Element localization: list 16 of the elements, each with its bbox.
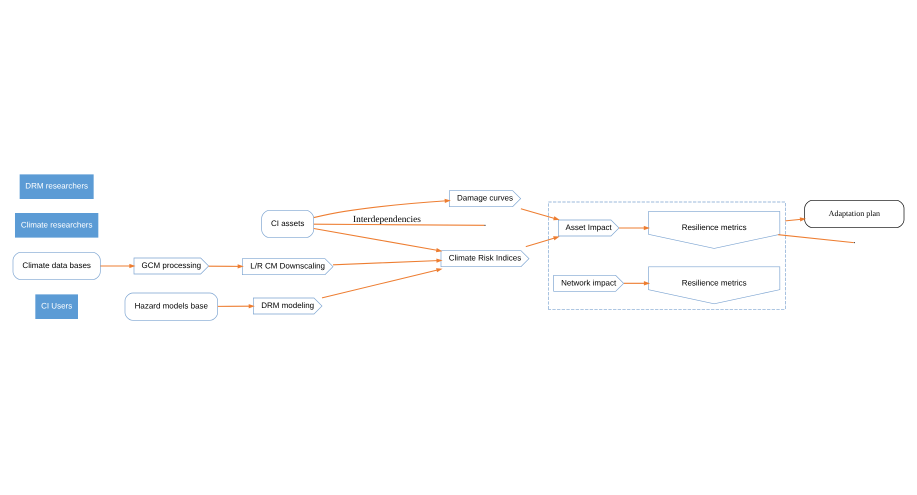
arrow — [314, 198, 451, 218]
cluster — [548, 202, 786, 310]
arrow — [100, 264, 136, 268]
arrow — [785, 217, 806, 222]
connector — [314, 224, 484, 226]
arrow — [322, 268, 443, 298]
arrow — [208, 264, 244, 269]
arrow — [520, 208, 560, 220]
arrow — [333, 258, 443, 266]
connector — [778, 234, 854, 244]
arrow — [218, 304, 255, 308]
arrow — [624, 281, 650, 286]
arrow — [314, 228, 442, 252]
arrow — [619, 226, 650, 230]
arrow — [526, 236, 560, 248]
edge-label: Interdependencies — [353, 215, 421, 226]
